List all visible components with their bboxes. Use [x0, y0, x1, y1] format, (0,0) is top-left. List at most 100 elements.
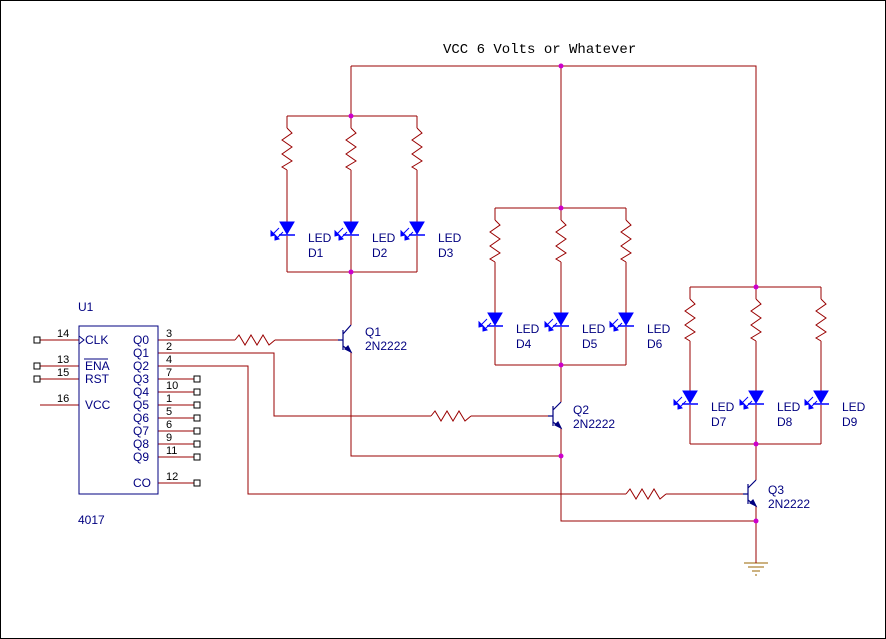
led-ref: D8 — [777, 415, 793, 429]
ic-pin-number: 10 — [166, 380, 178, 392]
ic-pin-label: Q2 — [133, 359, 149, 373]
ic-pin-label: Q5 — [133, 398, 149, 412]
ic-pin-label: VCC — [85, 398, 111, 412]
led-ref: D5 — [582, 337, 598, 351]
q1-emitter-wire — [350, 352, 561, 457]
ic-pin-number: 13 — [57, 354, 69, 366]
led-label: LED — [647, 322, 671, 336]
ic-pin-label: Q8 — [133, 437, 149, 451]
led-light-icon — [544, 318, 558, 332]
resistor-r5 — [555, 219, 567, 263]
led-ref: D1 — [308, 246, 324, 260]
ic-pin-label: CO — [133, 476, 151, 490]
q1-base-wire — [158, 352, 548, 417]
ic-pin-label: Q4 — [133, 385, 149, 399]
transistor-symbols — [338, 324, 758, 508]
led-light-icon — [334, 227, 348, 241]
transistor-q2-symbol — [548, 401, 563, 430]
resistor-r7 — [684, 298, 696, 342]
resistor-r4 — [489, 219, 501, 263]
ic-body — [78, 325, 159, 495]
ic-part: 4017 — [78, 513, 105, 527]
q2-emitter-wire — [560, 428, 756, 522]
unused-output-leads — [158, 378, 194, 484]
ic-pin-number: 9 — [166, 432, 172, 444]
led-light-icon — [270, 227, 284, 241]
led-label: LED — [711, 400, 735, 414]
transistor-ref: Q2 — [573, 403, 589, 417]
ic-pin-label: ENA — [85, 359, 110, 373]
wires — [40, 65, 822, 555]
led-light-icon — [804, 396, 818, 410]
ic-pin-label: Q3 — [133, 372, 149, 386]
led-label: LED — [516, 322, 540, 336]
resistor-r3 — [411, 127, 423, 171]
led-group: LEDD1LEDD2LEDD3LEDD4LEDD5LEDD6LEDD7LEDD8… — [270, 221, 866, 429]
group2-led-leads-bottom — [494, 327, 627, 365]
led-label: LED — [582, 322, 606, 336]
junctions — [348, 63, 759, 524]
ic-pin-number: 1 — [166, 393, 172, 405]
transistor-q3-symbol — [743, 479, 758, 508]
left-pin-leads — [40, 339, 79, 406]
ic-pin-label: RST — [85, 372, 110, 386]
resistors — [234, 127, 827, 500]
ic-pin-label: Q9 — [133, 450, 149, 464]
ic-pin-number: 3 — [166, 328, 172, 340]
ic-pin-label: Q1 — [133, 346, 149, 360]
resistor-base-q1 — [234, 334, 276, 346]
led-label: LED — [438, 231, 462, 245]
ic-pin-label: CLK — [85, 333, 108, 347]
ic-pin-label: Q6 — [133, 411, 149, 425]
vcc-title: VCC 6 Volts or Whatever — [443, 42, 636, 58]
led-ref: D6 — [647, 337, 663, 351]
ic-pin-number: 15 — [57, 367, 69, 379]
led-light-icon — [478, 318, 492, 332]
q2-base-wire — [158, 365, 743, 495]
transistor-q1-symbol — [338, 324, 353, 354]
ic-pin-number: 12 — [166, 471, 178, 483]
ground-icon — [744, 555, 768, 576]
resistor-base-q2 — [430, 410, 472, 422]
group1-res-led-leads — [286, 170, 418, 222]
group3-led-leads-bottom — [689, 405, 822, 444]
led-ref: D9 — [842, 415, 858, 429]
ic-pin-number: 2 — [166, 341, 172, 353]
resistor-r8 — [750, 298, 762, 342]
ic-pin-number: 14 — [57, 328, 69, 340]
led-light-icon — [673, 396, 687, 410]
ic-pin-number: 4 — [166, 354, 172, 366]
group2-res-led-leads — [494, 262, 627, 313]
clock-arrow-icon — [78, 335, 85, 345]
led-ref: D3 — [438, 246, 454, 260]
led-ref: D4 — [516, 337, 532, 351]
ic-pin-number: 7 — [166, 367, 172, 379]
vcc-rail-top — [351, 65, 757, 287]
led-light-icon — [739, 396, 753, 410]
ic-pin-number: 16 — [57, 393, 69, 405]
transistor-part: 2N2222 — [768, 497, 810, 511]
led-label: LED — [777, 400, 801, 414]
transistor-part: 2N2222 — [365, 339, 407, 353]
transistor-ref: Q1 — [365, 325, 381, 339]
transistor-part: 2N2222 — [573, 417, 615, 431]
group1-led-leads-bottom — [286, 236, 418, 272]
led-label: LED — [372, 231, 396, 245]
pin-terminals — [33, 336, 201, 487]
ic-ref: U1 — [78, 300, 94, 314]
transistor-ref: Q3 — [768, 483, 784, 497]
ic-pin-number: 11 — [166, 445, 177, 457]
